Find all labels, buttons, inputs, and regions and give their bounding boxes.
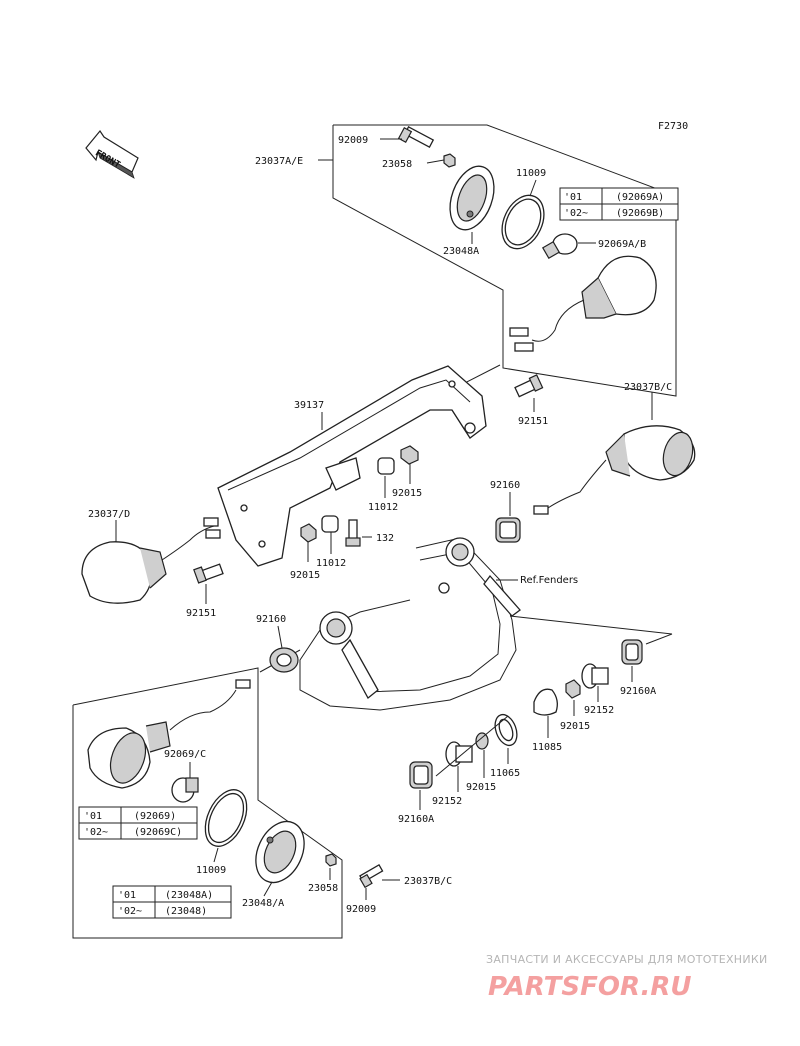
grommet-92160-b [269,647,299,673]
turn-signal-housing-left [81,517,221,604]
lens-bot-r2-c2: (23048) [165,906,207,917]
nut-23058-top [443,153,456,168]
callout-23058-bottom: 23058 [308,883,338,894]
bulb-92069ab [541,233,578,260]
callout-92151-right: 92151 [518,416,548,427]
bolt-132 [345,519,361,547]
fender-rail [299,537,521,711]
callout-92160a-right: 92160A [620,686,656,697]
callout-23037ae: 23037A/E [255,156,303,167]
callout-23037bc-bottom: 23037B/C [404,876,452,887]
callout-92069ab: 92069A/B [598,239,646,250]
callout-23048a: 23048A [443,246,479,257]
callout-92160-a: 92160 [490,480,520,491]
nut-92015-c [565,679,581,699]
collar-11012-b [321,515,339,533]
callout-23037d: 23037/D [88,509,130,520]
callout-92015-c: 92015 [560,721,590,732]
lens-23048-bottom [255,820,305,884]
nut-92015-a [400,445,419,465]
turn-signal-housing-bottom [87,679,251,789]
nut-92015-b [300,523,317,543]
bracket-39137 [217,365,487,567]
lens-23048a [449,165,495,231]
callout-11012-b: 11012 [316,558,346,569]
collar-92152-left [445,741,473,767]
front-arrow-icon: FRONT [85,129,139,179]
lens-bot-r2-c1: '02~ [118,906,142,917]
callout-92151-left: 92151 [186,608,216,619]
callout-92160-b: 92160 [256,614,286,625]
callout-132: 132 [376,533,394,544]
grommet-92160-a [495,517,521,543]
bolt-92009-top [397,126,435,148]
callout-ref-fenders[interactable]: Ref.Fenders [520,575,578,586]
bulb-table-top: '01 (92069A) '02~ (92069B) [559,187,679,221]
callout-92160a-left: 92160A [398,814,434,825]
bulb-92069c [171,777,199,803]
figure-code: F2730 [658,121,688,132]
bulb-bot-r2-c2: (92069C) [134,827,182,838]
watermark-tagline: ЗАПЧАСТИ И АКСЕССУАРЫ ДЛЯ МОТОТЕХНИКИ [486,953,768,966]
bolt-92009-bottom [359,864,384,889]
lens-bot-r1-c1: '01 [118,890,136,901]
nut-23058-bottom [325,853,337,867]
bulb-top-r2-c2: (92069B) [616,208,664,219]
bulb-bot-r1-c2: (92069) [134,811,176,822]
callout-23058-top: 23058 [382,159,412,170]
gasket-11009-bottom [204,789,248,847]
callout-92009-top: 92009 [338,135,368,146]
callout-39137: 39137 [294,400,324,411]
gasket-11009-top [501,194,545,250]
group-outline-top [332,124,677,397]
collar-92152-right [581,663,609,689]
lens-bot-r1-c2: (23048A) [165,890,213,901]
callout-11085: 11085 [532,742,562,753]
callout-11065: 11065 [490,768,520,779]
lens-table-bottom: '01 (23048A) '02~ (23048) [112,885,232,919]
bulb-top-r2-c1: '02~ [564,208,588,219]
turn-signal-housing-top [509,255,657,352]
bulb-top-r1-c2: (92069A) [616,192,664,203]
bolt-92151-left [193,563,224,584]
callout-92015-d: 92015 [466,782,496,793]
grommet-92160a-left [409,761,433,789]
collar-11012-a [377,457,395,475]
callout-92152-left: 92152 [432,796,462,807]
bolt-92151-right [514,374,544,398]
bulb-bot-r1-c1: '01 [84,811,102,822]
grommet-92160a-right [621,639,643,665]
turn-signal-housing-right [533,425,696,515]
callout-92152-right: 92152 [584,705,614,716]
callout-92069c: 92069/C [164,749,206,760]
callout-92009-bottom: 92009 [346,904,376,915]
callout-92015-b: 92015 [290,570,320,581]
watermark-logo: PARTSFOR.RU [488,972,691,1002]
callout-92015-a: 92015 [392,488,422,499]
callouts: 92009 23037A/E 23058 11009 23048A 92069A… [88,135,672,915]
bulb-bot-r2-c1: '02~ [84,827,108,838]
group-outline-bottom [72,667,343,939]
callout-23048a-bottom: 23048/A [242,898,284,909]
callout-23037bc-top: 23037B/C [624,382,672,393]
cap-11085 [533,688,558,716]
callout-11012-a: 11012 [368,502,398,513]
bulb-table-bottom: '01 (92069) '02~ (92069C) [78,806,198,840]
watermark: ЗАПЧАСТИ И АКСЕССУАРЫ ДЛЯ МОТОТЕХНИКИ PA… [486,953,768,1002]
bulb-top-r1-c1: '01 [564,192,582,203]
nut-92015-d [475,732,489,750]
callout-11009-top: 11009 [516,168,546,179]
callout-11009-bottom: 11009 [196,865,226,876]
